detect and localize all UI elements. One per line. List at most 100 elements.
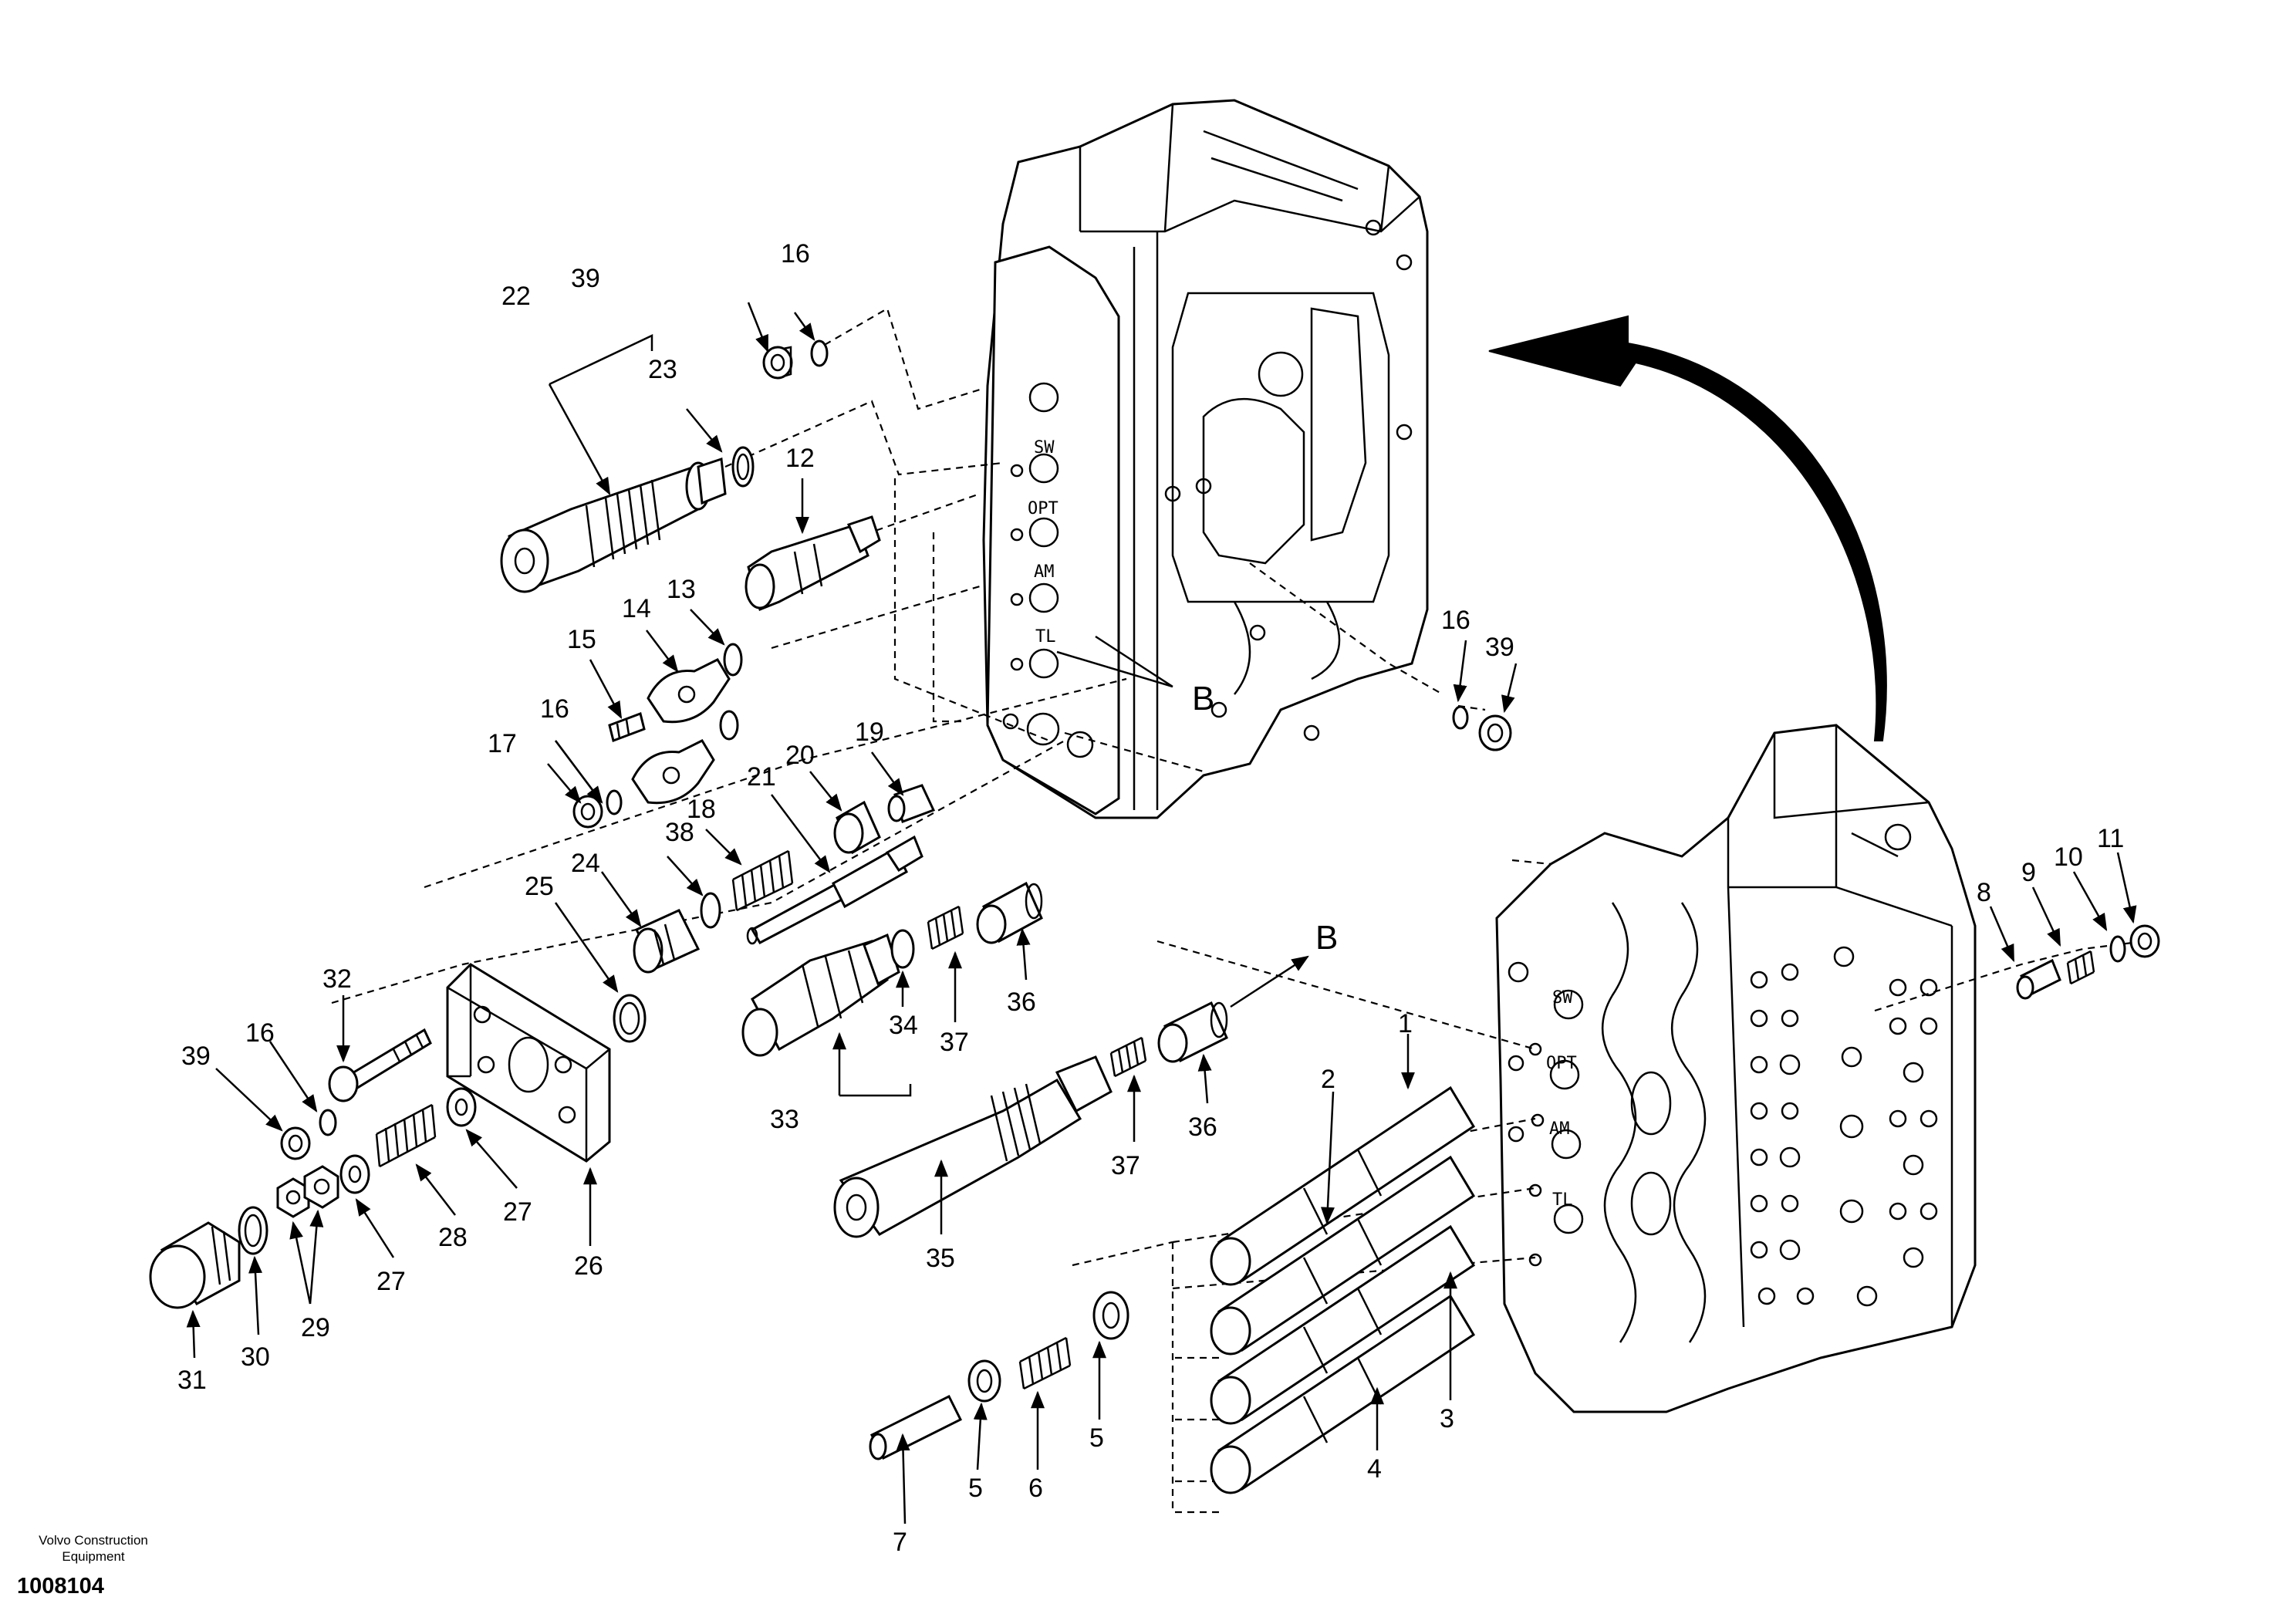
callout-8: 8 <box>1977 878 1991 907</box>
callout-36-lower: 36 <box>1188 1112 1217 1142</box>
part-30-o-ring <box>238 1206 268 1255</box>
part-39-plug-mid <box>280 1126 311 1160</box>
callout-9: 9 <box>2021 858 2036 887</box>
callout-1: 1 <box>1398 1009 1413 1038</box>
port-label-am-lower: AM <box>1549 1119 1570 1139</box>
part-16-o-ring-right <box>1452 705 1469 730</box>
part-26-cover-block <box>446 963 611 1163</box>
callout-30: 30 <box>241 1342 270 1372</box>
callout-23: 23 <box>648 355 677 384</box>
callout-11: 11 <box>2097 824 2124 853</box>
callout-20: 20 <box>785 741 815 770</box>
callout-16-mid: 16 <box>245 1018 275 1048</box>
callout-16-left: 16 <box>540 694 569 724</box>
part-28-spring <box>375 1103 437 1168</box>
callout-28: 28 <box>438 1223 468 1252</box>
part-14-flange <box>631 658 739 805</box>
view-marker-b-upper: B <box>1192 680 1214 717</box>
port-label-tl: TL <box>1035 627 1056 647</box>
part-11-plug <box>2129 924 2160 958</box>
part-13-o-ring <box>723 643 743 677</box>
part-spools-1-4 <box>1210 1085 1476 1494</box>
callout-21: 21 <box>747 762 776 792</box>
port-label-sw: SW <box>1034 438 1055 457</box>
part-9-spring <box>2066 950 2095 985</box>
part-20-sleeve <box>833 800 881 855</box>
callout-35: 35 <box>926 1244 955 1273</box>
callout-15: 15 <box>567 625 596 654</box>
part-39-plug-top <box>762 346 793 380</box>
port-label-opt: OPT <box>1028 499 1059 518</box>
callout-27-right: 27 <box>503 1197 532 1227</box>
part-18-spring <box>731 849 794 912</box>
port-label-tl-lower: TL <box>1552 1190 1573 1210</box>
part-7-pin <box>869 1394 963 1460</box>
part-36-sleeve-lower <box>1157 1001 1228 1063</box>
callout-19: 19 <box>855 717 884 747</box>
part-27-washer-right <box>446 1087 477 1127</box>
part-21-spool <box>746 835 923 945</box>
part-16-o-ring-mid <box>319 1109 337 1136</box>
credit-line-1: Volvo Construction <box>39 1533 148 1548</box>
callout-12: 12 <box>785 444 815 473</box>
part-10-o-ring <box>2109 935 2126 963</box>
part-16-o-ring-top <box>810 339 829 367</box>
part-23-o-ring <box>731 446 755 488</box>
part-5-cap-lower <box>967 1359 1001 1403</box>
part-34-o-ring <box>890 929 915 969</box>
callout-17: 17 <box>488 729 517 758</box>
part-19-plug <box>887 784 936 823</box>
part-22-relief-valve <box>500 457 727 593</box>
callout-36-upper: 36 <box>1007 988 1036 1017</box>
part-15-bolt <box>608 712 646 742</box>
callout-37-upper: 37 <box>940 1028 969 1057</box>
callout-38: 38 <box>665 818 694 847</box>
part-8-cap <box>2016 958 2061 1000</box>
callout-22: 22 <box>501 282 531 311</box>
part-27-washer-left <box>339 1154 370 1194</box>
callout-27-left: 27 <box>376 1267 406 1296</box>
callout-18: 18 <box>687 795 716 824</box>
part-5-cap-upper <box>1092 1291 1129 1340</box>
callout-29: 29 <box>301 1313 330 1342</box>
callout-39-right: 39 <box>1485 633 1514 662</box>
valve-body-lower: SW OPT AM TL <box>1495 724 1977 1413</box>
callout-3: 3 <box>1440 1404 1454 1433</box>
callout-25: 25 <box>525 872 554 901</box>
callout-37-lower: 37 <box>1111 1151 1140 1180</box>
callout-7: 7 <box>893 1528 907 1557</box>
document-number: 1008104 <box>17 1574 104 1599</box>
callout-39-mid: 39 <box>181 1042 211 1071</box>
part-35-valve <box>833 1055 1113 1238</box>
port-label-am: AM <box>1034 562 1055 582</box>
part-29-nuts <box>276 1165 339 1218</box>
callout-5-lower: 5 <box>968 1474 983 1503</box>
part-32-bolt <box>328 1028 432 1102</box>
part-25-o-ring <box>613 994 647 1043</box>
part-33-valve <box>741 933 900 1057</box>
part-16-o-ring-left <box>606 789 623 815</box>
credit-line-2: Equipment <box>62 1549 125 1564</box>
callout-16-right: 16 <box>1441 606 1470 635</box>
port-label-opt-lower: OPT <box>1546 1054 1577 1073</box>
part-38-o-ring <box>700 892 721 929</box>
part-37-spring-lower <box>1109 1036 1147 1078</box>
callout-39-top: 39 <box>571 264 600 293</box>
callout-labels: 1 2 3 4 5 5 6 7 8 9 10 11 12 13 14 15 16… <box>177 239 2124 1557</box>
callout-6: 6 <box>1028 1474 1043 1503</box>
rotation-arrow <box>1488 315 1887 741</box>
leader-lines <box>186 302 2137 1524</box>
callout-33: 33 <box>770 1105 799 1134</box>
callout-2: 2 <box>1321 1065 1335 1094</box>
part-17-plug <box>572 795 603 829</box>
callout-32: 32 <box>322 964 352 994</box>
part-39-plug-right <box>1478 714 1512 751</box>
part-37-spring-upper <box>927 905 964 950</box>
callout-24: 24 <box>571 849 600 878</box>
part-6-spring <box>1018 1336 1072 1390</box>
callout-5-upper: 5 <box>1089 1423 1104 1453</box>
view-marker-b-lower: B <box>1315 919 1338 957</box>
callout-4: 4 <box>1367 1454 1382 1484</box>
callout-10: 10 <box>2054 842 2083 872</box>
